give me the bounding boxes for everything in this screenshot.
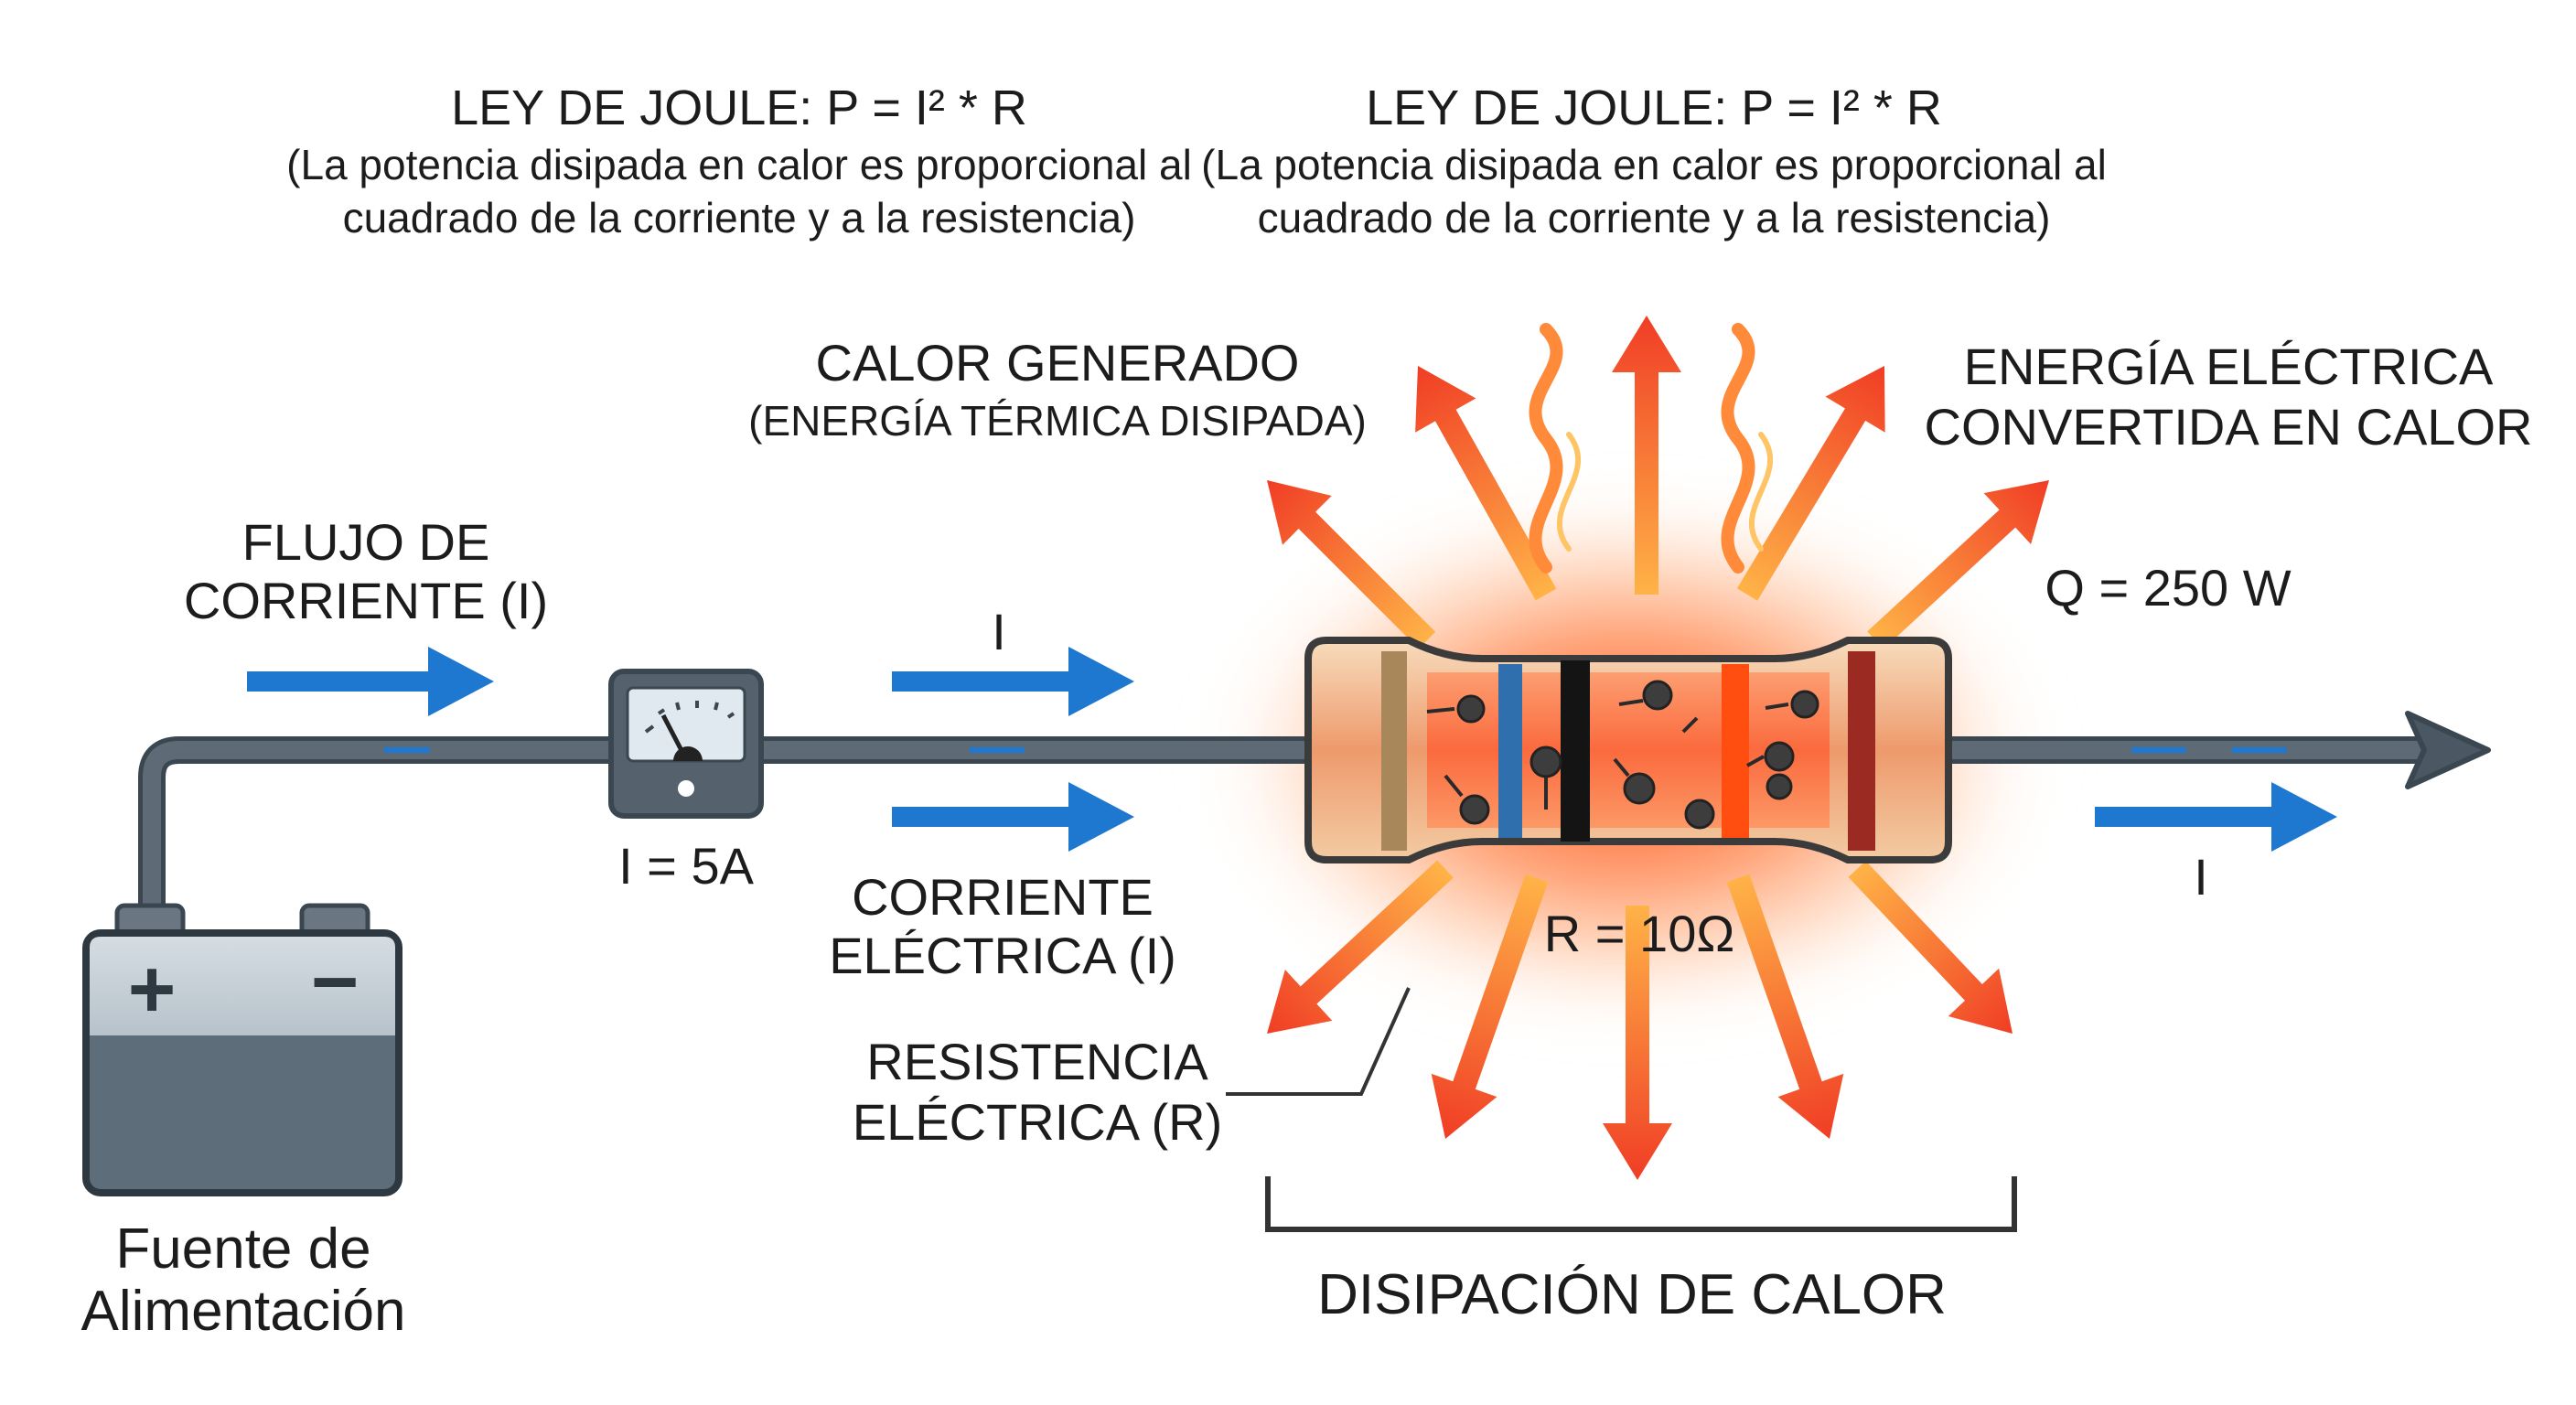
calor-label-line2: (ENERGÍA TÉRMICA DISIPADA)	[748, 397, 1367, 445]
band-1	[1381, 651, 1407, 851]
electron-arrows	[1426, 699, 1789, 810]
band-5	[1848, 651, 1875, 851]
dissipation-bracket	[1265, 1176, 2017, 1232]
battery-top	[90, 937, 395, 1035]
heat-waves	[1529, 323, 1774, 574]
formula-left-line1: (La potencia disipada en calor es propor…	[286, 141, 1192, 188]
formula-right: LEY DE JOULE: P = I² * R (La potencia di…	[1201, 80, 2107, 241]
ammeter-reading: I = 5A	[618, 837, 755, 895]
flujo-label-line2: CORRIENTE (I)	[184, 572, 548, 629]
ammeter-scale	[644, 701, 735, 734]
energia-label-line2: CONVERTIDA EN CALOR	[1925, 398, 2533, 456]
fuente-label-line1: Fuente de	[115, 1217, 370, 1281]
formula-left-title: LEY DE JOULE: P = I² * R	[451, 80, 1027, 135]
current-arrow-right	[2095, 782, 2337, 852]
ammeter-knob	[678, 780, 694, 797]
current-arrows	[247, 647, 2337, 852]
battery-plus-sign: +	[128, 944, 177, 1035]
resistance-value: R = 10Ω	[1544, 905, 1734, 962]
wire	[138, 711, 2491, 906]
heat-arrow-upper-right	[1867, 480, 2049, 649]
resistor-leader-line	[1226, 987, 1411, 1096]
current-label-top: I	[992, 603, 1006, 660]
battery: + −	[82, 903, 402, 1196]
heat-arrow-down-left	[1431, 874, 1549, 1139]
heat-arrow-down	[1603, 906, 1672, 1180]
heat-arrow-down-right	[1726, 874, 1844, 1139]
resistencia-label-line2: ELÉCTRICA (R)	[853, 1093, 1223, 1151]
band-2	[1498, 664, 1522, 838]
flujo-label-line1: FLUJO DE	[242, 513, 490, 571]
formula-left: LEY DE JOULE: P = I² * R (La potencia di…	[286, 80, 1192, 241]
calor-label-line1: CALOR GENERADO	[816, 334, 1300, 391]
electrons	[1456, 680, 1819, 830]
corriente-label-line1: CORRIENTE	[852, 868, 1154, 926]
band-4	[1722, 664, 1749, 838]
heat-arrow-up-left	[1415, 366, 1557, 601]
corriente-label-line2: ELÉCTRICA (I)	[829, 927, 1176, 984]
heat-arrow-upper-left	[1267, 480, 1436, 649]
energia-label-line1: ENERGÍA ELÉCTRICA	[1964, 338, 2494, 395]
heat-arrow-up	[1612, 316, 1681, 595]
resistor-core	[1427, 672, 1830, 828]
fuente-label-line2: Alimentación	[81, 1280, 406, 1343]
ammeter	[608, 669, 764, 819]
formula-right-line1: (La potencia disipada en calor es propor…	[1201, 141, 2107, 188]
heat-arrow-up-right	[1736, 366, 1885, 601]
formula-right-line2: cuadrado de la corriente y a la resisten…	[1258, 194, 2051, 241]
heat-arrow-lower-right	[1848, 861, 2012, 1034]
battery-minus-sign: −	[311, 937, 360, 1028]
current-label-right: I	[2194, 848, 2208, 906]
heat-arrow-lower-left	[1267, 860, 1454, 1034]
formula-left-line2: cuadrado de la corriente y a la resisten…	[343, 194, 1136, 241]
wire-arrowhead	[2405, 711, 2491, 789]
power-value: Q = 250 W	[2045, 559, 2291, 617]
heat-arrows	[1267, 316, 2049, 1180]
resistencia-label-line1: RESISTENCIA	[866, 1033, 1208, 1090]
formula-right-title: LEY DE JOULE: P = I² * R	[1366, 80, 1942, 135]
resistor	[1304, 637, 1952, 863]
band-3	[1561, 660, 1590, 842]
disipacion-label: DISIPACIÓN DE CALOR	[1317, 1263, 1947, 1326]
current-arrow-bottom	[892, 782, 1134, 852]
current-arrow-top	[892, 647, 1134, 716]
current-arrow-flow	[247, 647, 494, 716]
